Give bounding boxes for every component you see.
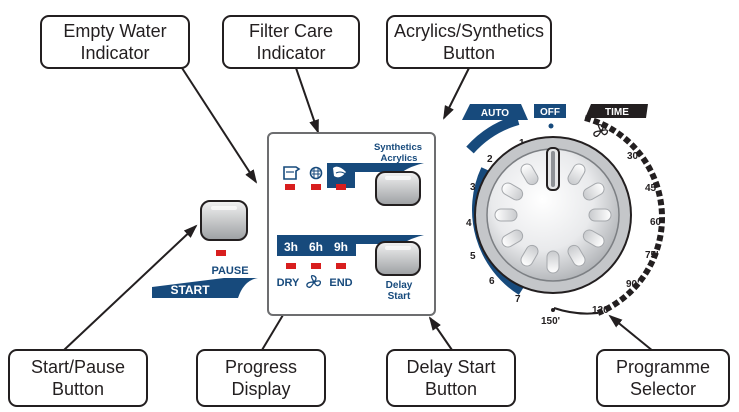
acrylics-label: Acrylics [381, 153, 418, 164]
callout-progress: Progress Display [196, 349, 326, 407]
time-mark-75: 75' [645, 250, 659, 261]
start-pause-arrow [63, 224, 198, 351]
auto-number-4: 4 [466, 218, 472, 229]
knob-ridges [494, 163, 612, 274]
filter-care-arrow [295, 67, 319, 134]
pause-label: PAUSE [211, 265, 248, 277]
knob-ridge [520, 244, 539, 267]
fan-icon [306, 274, 322, 288]
off-tab [534, 104, 566, 118]
callout-filter-care: Filter Care Indicator [222, 15, 360, 69]
programme-selector-dial: AUTO OFF TIME 1 2 3 4 5 6 7 30' 45' 60' [462, 104, 665, 327]
acrylics-arrow [443, 65, 471, 120]
auto-number-6: 6 [489, 276, 495, 287]
end-label: END [329, 277, 352, 289]
auto-tab [462, 104, 528, 120]
time-mark-45: 45' [645, 183, 659, 194]
knob-ridge [501, 229, 524, 248]
time-mark-30: 30' [627, 151, 641, 162]
callout-empty-water: Empty Water Indicator [40, 15, 190, 69]
knob-ridge [520, 163, 539, 186]
progress-band [277, 235, 424, 256]
delay-label: Delay [386, 280, 413, 291]
filter-care-led [311, 184, 321, 190]
start-tab-label: START [170, 283, 210, 297]
callout-acrylics-synthetics: Acrylics/Synthetics Button [386, 15, 552, 69]
knob-ridge [582, 229, 605, 248]
start-pause-led [216, 250, 226, 256]
jug-icon [283, 166, 301, 180]
time-end-dot [551, 308, 555, 312]
delay-start-label: Start [388, 291, 411, 302]
synthetics-band [327, 163, 424, 188]
filter-icon [309, 166, 323, 180]
knob-ridge [501, 182, 524, 201]
auto-number-2: 2 [487, 154, 493, 165]
knob-ridge [588, 208, 612, 222]
progress-led-2 [311, 263, 321, 269]
knob-ridge [546, 250, 560, 274]
progress-led-1 [286, 263, 296, 269]
acrylics-synthetics-button[interactable] [375, 171, 421, 206]
time-mark-90: 90' [626, 279, 640, 290]
knob-ridge [567, 163, 586, 186]
progress-led-3 [336, 263, 346, 269]
wool-leaf-icon [333, 166, 349, 178]
delay-button-highlight [385, 246, 411, 250]
dial-fan-icon [593, 123, 609, 137]
time-label: TIME [605, 107, 629, 118]
time-mark-150: 150' [541, 316, 560, 327]
auto-number-3: 3 [470, 182, 476, 193]
start-tab [152, 278, 258, 298]
start-pause-button[interactable] [200, 200, 248, 241]
auto-number-7: 7 [515, 294, 521, 305]
empty-water-arrow [181, 67, 258, 184]
start-pause-group: PAUSE START [152, 200, 258, 298]
off-dot [548, 123, 554, 129]
time-tab [585, 104, 648, 118]
callout-delay-start: Delay Start Button [386, 349, 516, 407]
delay-start-button[interactable] [375, 241, 421, 276]
auto-number-5: 5 [470, 251, 476, 262]
acrylics-button-highlight [385, 176, 411, 180]
time-scale-arc [584, 115, 665, 316]
hour-label-9h: 9h [334, 240, 348, 254]
synthetics-led [336, 184, 346, 190]
time-scale-tail [553, 307, 599, 315]
knob-ridge [567, 244, 586, 267]
control-panel: Synthetics Acrylics [267, 132, 436, 316]
auto-label: AUTO [481, 108, 509, 119]
delay-start-arrow [428, 316, 453, 351]
empty-water-led [285, 184, 295, 190]
off-label: OFF [540, 107, 560, 118]
hour-label-6h: 6h [309, 240, 323, 254]
knob-ridge [494, 208, 518, 222]
callout-programme-selector: Programme Selector [596, 349, 730, 407]
auto-arc-top [466, 115, 520, 154]
time-mark-60: 60' [650, 217, 664, 228]
knob-pointer-groove [551, 151, 555, 187]
knob-ridge [582, 182, 605, 201]
hour-label-3h: 3h [284, 240, 298, 254]
synthetics-label: Synthetics [374, 142, 422, 153]
dry-label: DRY [277, 277, 300, 289]
callout-start-pause: Start/Pause Button [8, 349, 148, 407]
start-pause-button-highlight [211, 206, 237, 210]
time-mark-120: 120' [592, 305, 611, 316]
